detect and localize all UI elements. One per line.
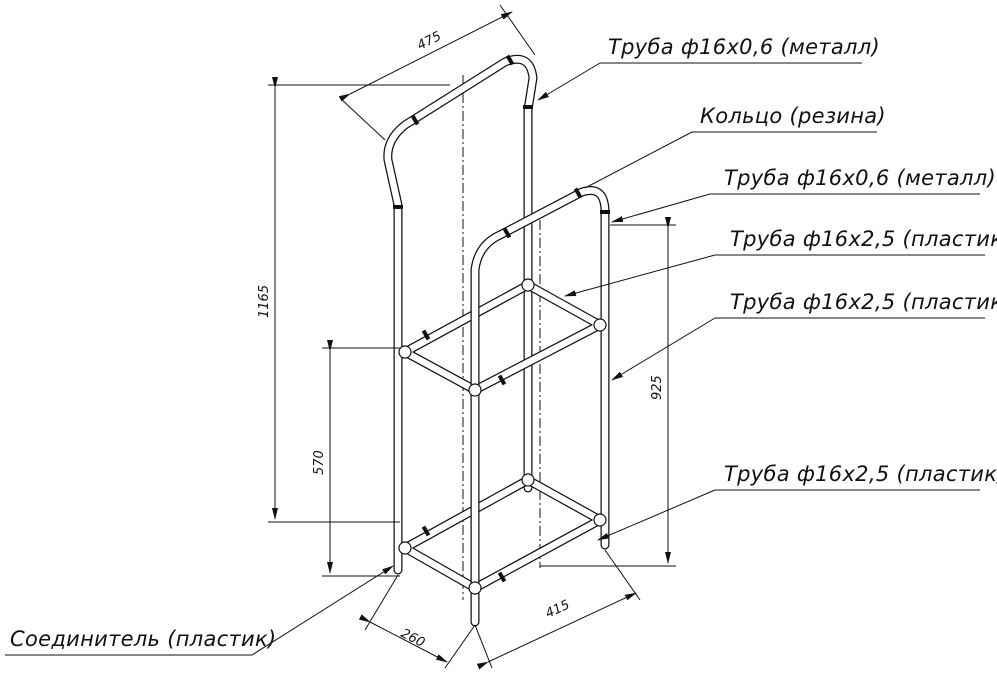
dimension-lines [268,4,676,670]
connectors [398,278,607,595]
label-top-pipe: Труба ф16х0,6 (металл) [608,35,880,59]
label-plastic-pipe-1: Труба ф16х2,5 (пластик) [730,227,997,251]
lower-shelf [400,475,605,593]
label-front-pipe: Труба ф16х0,6 (металл) [724,166,996,190]
leader-lines [5,62,985,656]
ring-marks [393,54,610,583]
label-plastic-pipe-3: Труба ф16х2,5 (пластик) [724,462,997,486]
label-connector: Соединитель (пластик) [10,627,276,651]
label-plastic-pipe-2: Труба ф16х2,5 (пластик) [730,290,997,314]
upper-shelf [400,280,605,395]
label-ring: Кольцо (резина) [700,104,886,128]
dim-570: 570 [312,450,327,475]
front-frame [470,186,610,627]
dim-925: 925 [650,375,665,400]
dim-260: 260 [398,626,427,651]
dim-475: 475 [415,29,444,54]
dim-415: 415 [543,598,572,622]
dim-1165: 1165 [257,285,272,318]
